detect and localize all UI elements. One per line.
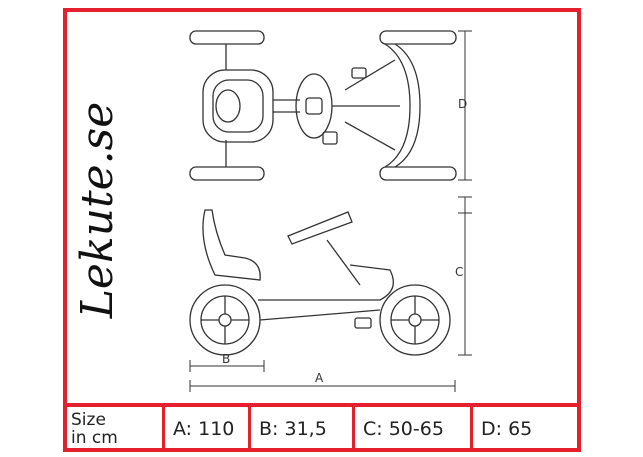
rear-right-wheel-top (189, 166, 265, 181)
label-c: C (455, 265, 463, 279)
top-view (189, 30, 457, 181)
steering-column (326, 239, 361, 286)
front-right-wheel-top (379, 166, 457, 181)
size-cell-a: A: 110 (165, 405, 251, 452)
front-left-wheel-top (379, 30, 457, 45)
seat-top (202, 69, 274, 143)
side-view (189, 209, 451, 356)
size-table: Size in cm A: 110 B: 31,5 C: 50-65 D: 65 (63, 405, 581, 452)
front-wheel-side (379, 284, 451, 356)
label-a: A (315, 371, 324, 385)
dimension-a: A (189, 371, 456, 392)
logo-text: Lekute.se (72, 102, 123, 320)
dimension-c: C (455, 196, 472, 356)
size-cell-b: B: 31,5 (251, 405, 355, 452)
steering-wheel-top (295, 73, 333, 139)
seat-side (202, 209, 261, 281)
dimension-b: B (189, 352, 265, 372)
rear-left-wheel-top (189, 30, 265, 45)
label-b: B (222, 352, 230, 366)
size-cell-c: C: 50-65 (355, 405, 473, 452)
dimension-d: D (458, 30, 472, 181)
size-header-cell: Size in cm (63, 405, 165, 452)
size-header: Size in cm (71, 409, 118, 448)
size-cell-d: D: 65 (481, 417, 533, 440)
label-d: D (458, 97, 467, 111)
steering-wheel-side (287, 211, 353, 245)
brand-logo: Lekute.se (72, 102, 123, 320)
diagram-frame (63, 8, 581, 452)
